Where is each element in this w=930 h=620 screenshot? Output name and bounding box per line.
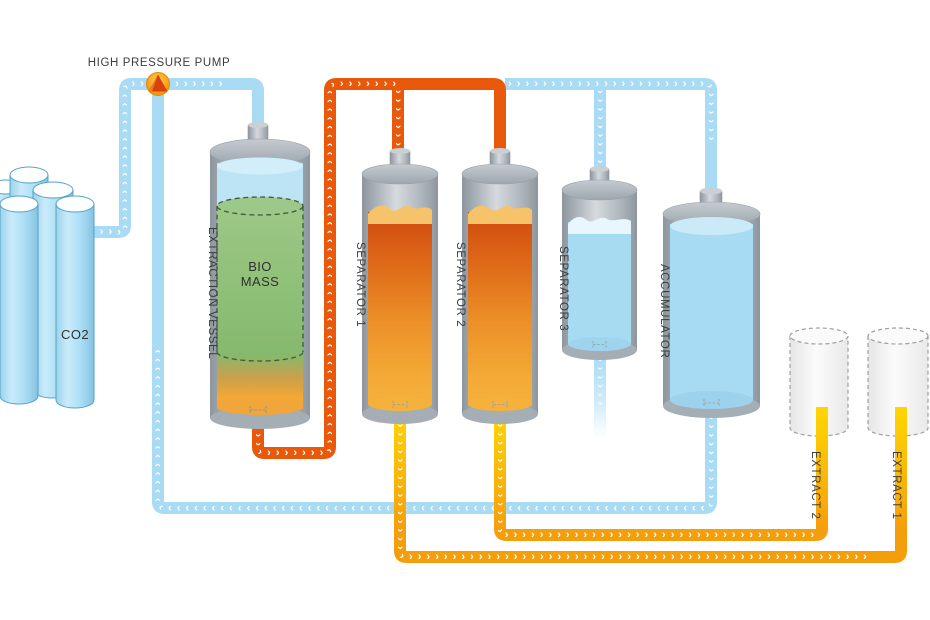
drain-icon xyxy=(703,399,720,407)
extract-2-label: EXTRACT 2 xyxy=(809,451,821,519)
svg-text:› › › › › › › › ›: › › › › › › › › › xyxy=(594,90,606,165)
drain-icon xyxy=(492,401,508,408)
pipe-product-extract1 xyxy=(394,407,907,563)
labels: HIGH PRESSURE PUMP CO2 EXTRACTION VESSEL… xyxy=(61,57,902,519)
extract-1-label: EXTRACT 1 xyxy=(890,451,902,519)
separator-3 xyxy=(561,166,638,360)
biomass-dashed-outline xyxy=(216,196,304,362)
separator-1-label: SEPARATOR 1 xyxy=(354,242,366,327)
pipe-co2-return xyxy=(152,95,717,514)
pipe-extract-transfer xyxy=(252,78,506,459)
pipes-product: › › › › › › › › › › › › › › › › › › › › … xyxy=(394,407,907,563)
extract-1-cylinder xyxy=(867,327,929,437)
biomass-label-line1: BIO xyxy=(248,259,272,274)
svg-text:› › › › › › › › › › › › › › ›: › › › › › › › › › › › › › › › › › › › › … xyxy=(508,78,717,142)
pump-label: HIGH PRESSURE PUMP xyxy=(88,57,230,69)
drain-icon xyxy=(392,401,408,408)
separator-2 xyxy=(461,148,539,424)
pipe-co2-gas-overhead xyxy=(505,78,717,208)
pipe-product-extract2 xyxy=(494,407,828,541)
drain-icon xyxy=(249,406,267,414)
extraction-vessel-label: EXTRACTION VESSEL xyxy=(206,227,218,359)
pump-icon xyxy=(146,72,170,96)
separator-1 xyxy=(361,148,439,424)
co2-label: CO2 xyxy=(61,327,89,342)
co2-cylinder-front xyxy=(55,195,95,409)
extraction-vessel xyxy=(209,122,311,429)
biomass-label-line2: MASS xyxy=(241,274,279,289)
extract-2-cylinder xyxy=(789,327,849,437)
accumulator-label: ACCUMULATOR xyxy=(658,264,670,358)
pipe-co2-supply xyxy=(88,78,264,238)
svg-text:› › › › › › › › › › › › › › ›: › › › › › › › › › › › › › › › › › › › › … xyxy=(494,415,815,541)
separator-3-label: SEPARATOR 3 xyxy=(557,246,569,331)
drain-icon xyxy=(592,341,607,348)
separator-2-label: SEPARATOR 2 xyxy=(454,242,466,327)
svg-text:› › › › › › ›: › › › › › › › xyxy=(392,90,404,147)
co2-cylinder xyxy=(0,195,39,405)
svg-text:› › › › › ›: › › › › › › xyxy=(594,358,606,406)
accumulator xyxy=(662,187,761,418)
co2-cylinder-bank xyxy=(0,166,95,409)
